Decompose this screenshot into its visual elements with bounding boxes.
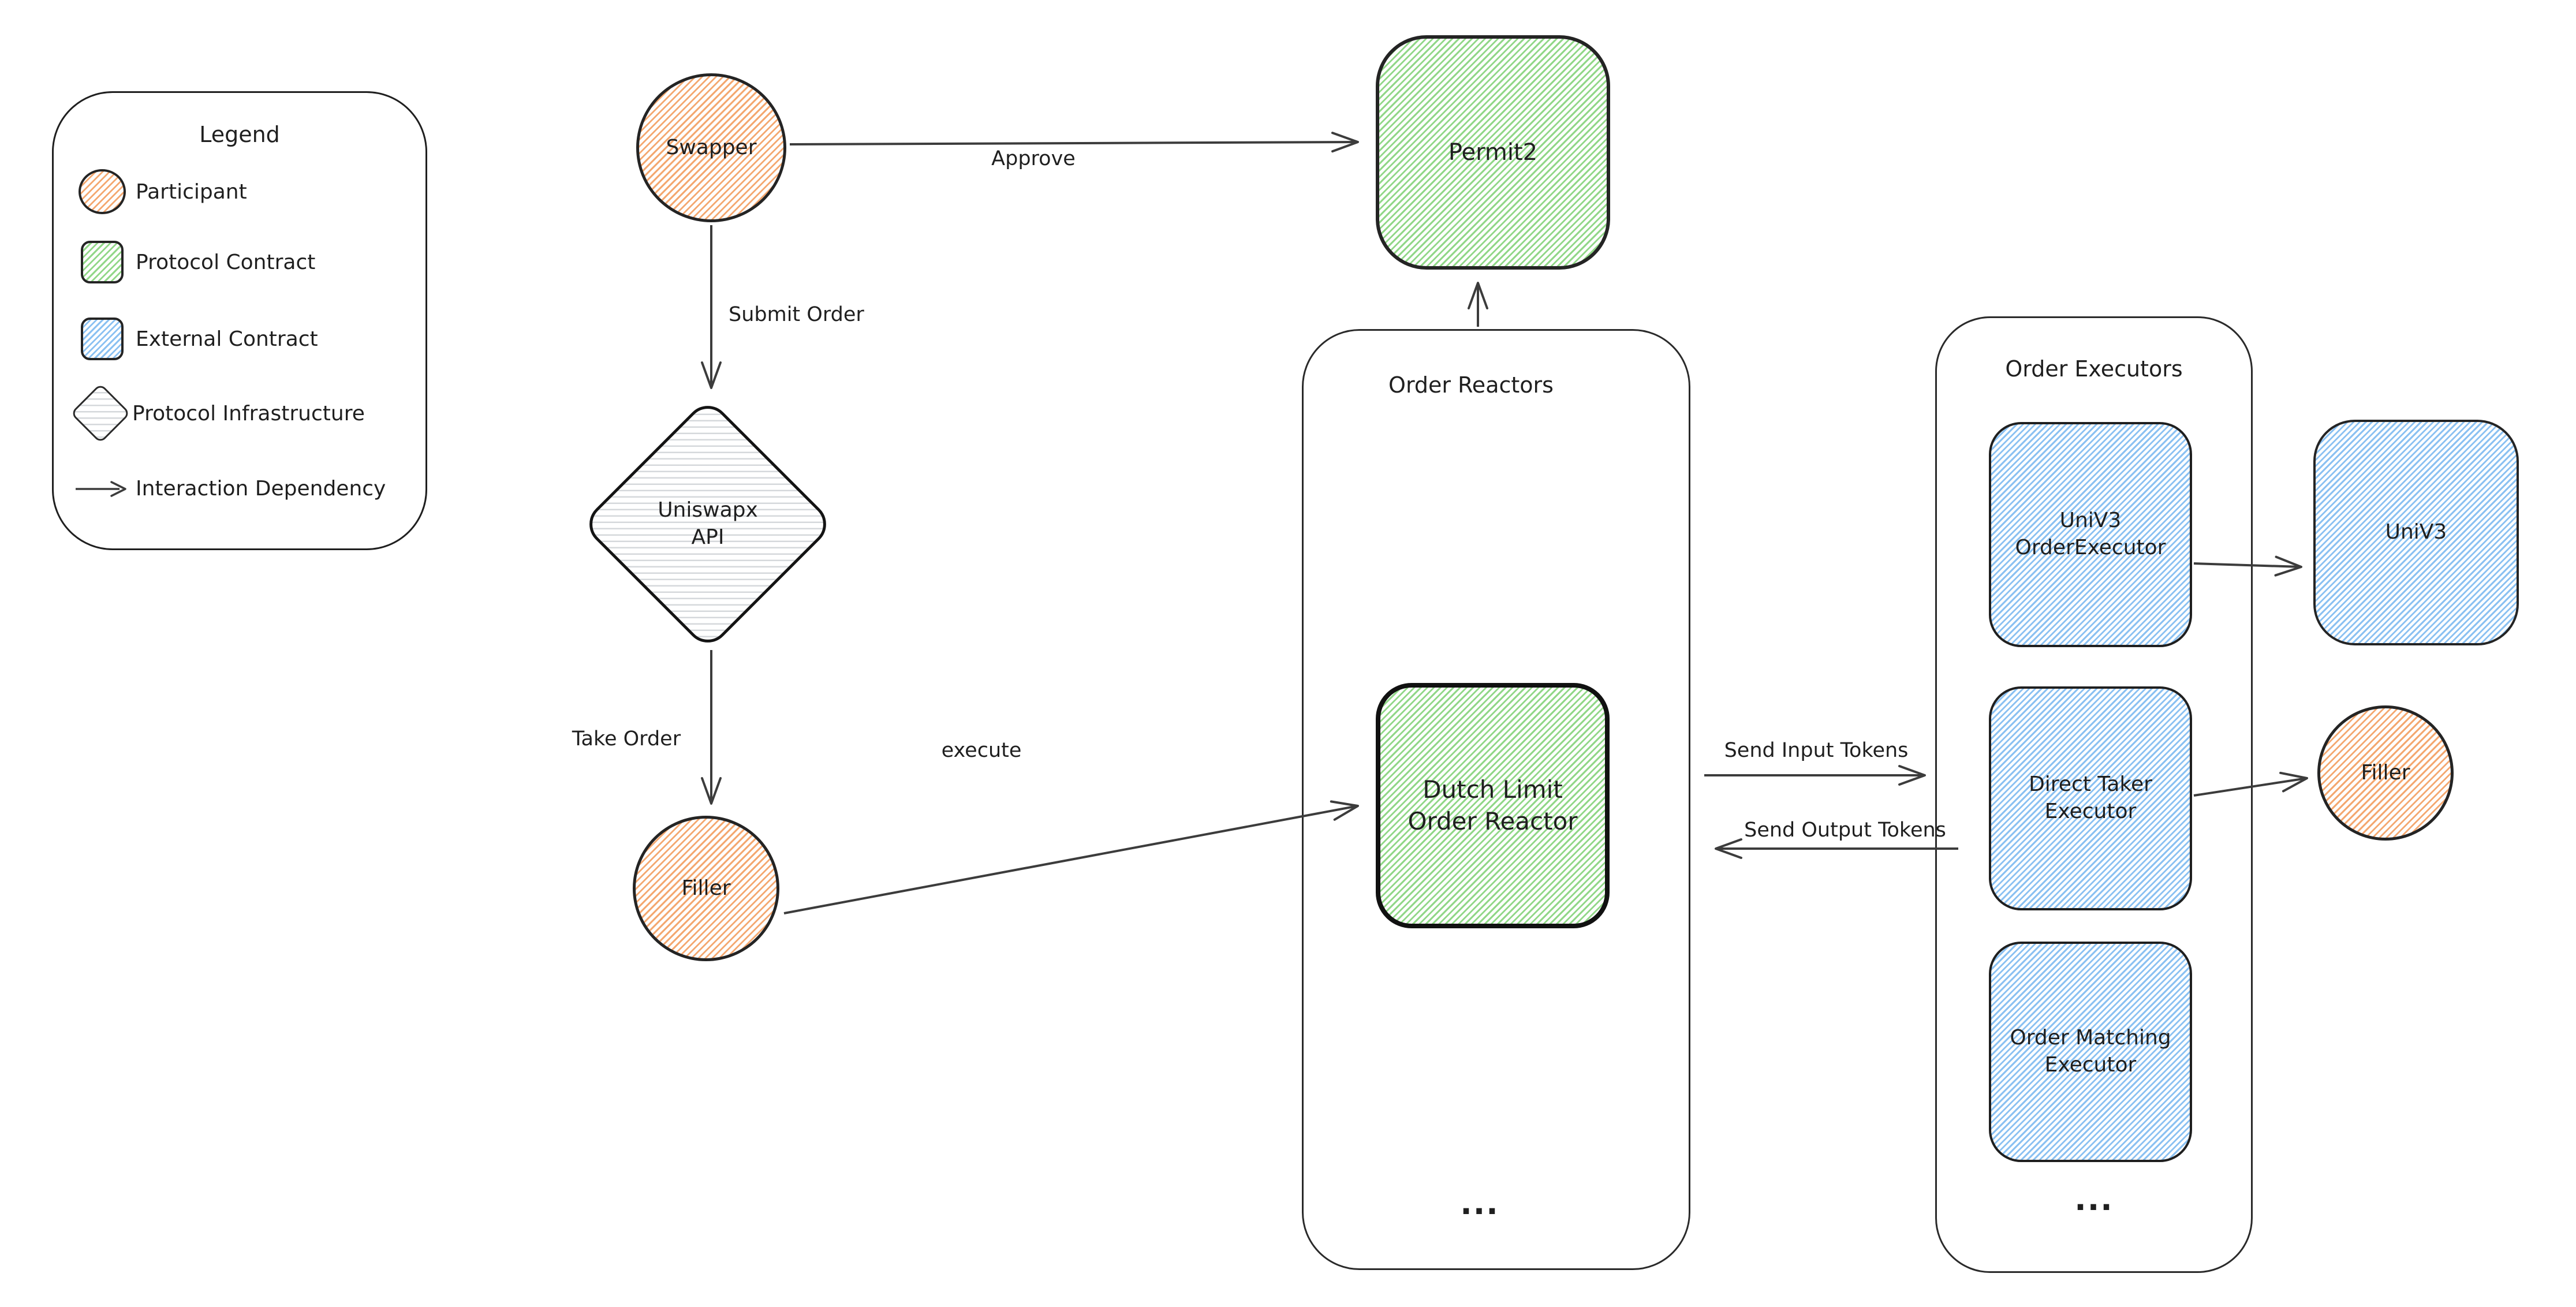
group-order-executors: Order Executors UniV3 OrderExecutor Dire… [1935,316,2253,1273]
node-swapper: Swapper [636,73,786,222]
node-label-line1: Dutch Limit [1423,775,1563,804]
legend-item-external-contract: External Contract [69,318,318,360]
infrastructure-swatch-wrap [69,382,132,445]
node-permit2: Permit2 [1376,35,1610,270]
node-dutch-limit-order-reactor: Dutch Limit Order Reactor [1376,683,1610,928]
node-uniswapx-api: Uniswapx API [580,397,835,652]
external-contract-square-icon [81,318,124,360]
edge-label-send-output-tokens: Send Output Tokens [1744,819,1946,842]
node-label: Swapper [666,135,757,159]
legend-item-label: External Contract [136,327,318,351]
node-label-line1: UniV3 [2059,509,2122,533]
node-order-matching-executor: Order Matching Executor [1989,942,2192,1162]
node-label: Uniswapx API [581,398,834,651]
node-label-line2: Order Reactor [1408,806,1578,835]
protocol-contract-square-icon [81,241,124,283]
node-label-line1: Direct Taker [2029,772,2152,797]
edge-label-execute: execute [941,739,1022,762]
external-contract-swatch-wrap [69,318,136,360]
edge-execute [783,800,1359,914]
legend-item-label: Protocol Contract [136,250,316,274]
legend-item-interaction-dependency: Interaction Dependency [69,477,386,501]
node-label: Filler [681,876,731,900]
protocol-contract-swatch-wrap [69,241,136,283]
legend-item-participant: Participant [69,169,247,214]
legend-title: Legend [199,122,280,147]
node-label: Filler [2361,760,2410,785]
edge-label-approve: Approve [991,147,1076,170]
node-label-line2: OrderExecutor [2015,536,2166,559]
node-univ3: UniV3 [2313,420,2519,645]
edge-approve [789,132,1359,153]
node-filler-right: Filler [2317,705,2454,841]
edge-label-send-input-tokens: Send Input Tokens [1724,739,1909,762]
infrastructure-diamond-icon [70,383,131,444]
legend-item-label: Protocol Infrastructure [132,401,365,425]
participant-swatch-wrap [69,169,136,214]
node-label-line2: Executor [2044,1053,2137,1077]
node-label-line2: Executor [2044,800,2137,823]
node-label-line2: API [691,525,725,549]
more-ellipsis: ... [1460,1185,1499,1222]
legend-item-protocol-infrastructure: Protocol Infrastructure [69,382,365,445]
node-univ3-order-executor: UniV3 OrderExecutor [1989,422,2192,647]
node-label: UniV3 [2385,520,2447,544]
dependency-swatch-wrap [69,477,136,501]
legend-panel: Legend Participant Protocol Contract Ext… [52,91,427,550]
node-label-line1: Order Matching [2010,1026,2171,1050]
participant-circle-icon [79,169,126,214]
legend-item-label: Interaction Dependency [136,477,386,501]
legend-item-label: Participant [136,180,247,204]
edge-label-take-order: Take Order [572,727,681,750]
node-filler: Filler [633,816,779,961]
group-order-reactors: Order Reactors Dutch Limit Order Reactor… [1302,329,1690,1270]
more-ellipsis: ... [2074,1181,2114,1218]
node-label: Permit2 [1448,139,1538,166]
group-title: Order Reactors [1388,372,1554,398]
edge-label-submit-order: Submit Order [729,303,864,326]
legend-item-protocol-contract: Protocol Contract [69,241,315,283]
arrow-icon [76,480,126,497]
node-label-line1: Uniswapx [658,498,758,522]
group-title: Order Executors [2005,356,2183,382]
node-direct-taker-executor: Direct Taker Executor [1989,686,2192,910]
